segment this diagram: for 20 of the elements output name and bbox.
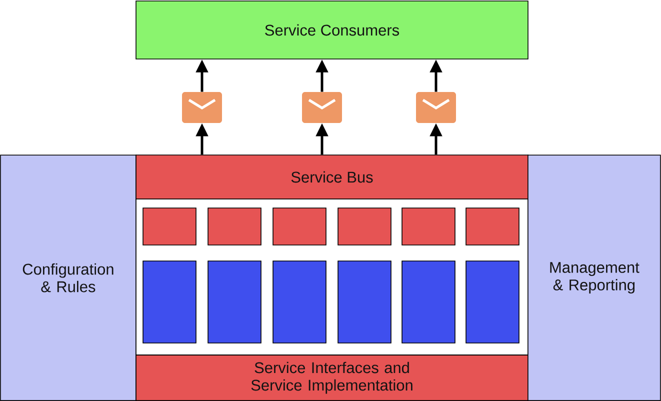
bus-bar: Service Bus: [136, 154, 528, 200]
small-box: [466, 208, 520, 246]
tall-box: [208, 260, 262, 344]
envelope-icon: [302, 92, 342, 123]
envelope-icon: [416, 92, 456, 123]
small-box: [402, 208, 456, 246]
tall-box: [272, 260, 326, 344]
tall-box: [142, 260, 196, 344]
service-box: Service Consumers: [136, 0, 528, 60]
layer-band: Service Interfaces and Service Implementation: [136, 354, 528, 401]
tall-box: [466, 260, 520, 344]
small-box: [272, 208, 326, 246]
tall-box: [338, 260, 392, 344]
tall-box: [402, 260, 456, 344]
small-box: [142, 208, 196, 246]
side-panel: Management & Reporting: [528, 154, 661, 401]
side-panel: Configuration & Rules: [0, 154, 136, 401]
envelope-icon: [182, 92, 222, 123]
small-box: [338, 208, 392, 246]
small-box: [208, 208, 262, 246]
